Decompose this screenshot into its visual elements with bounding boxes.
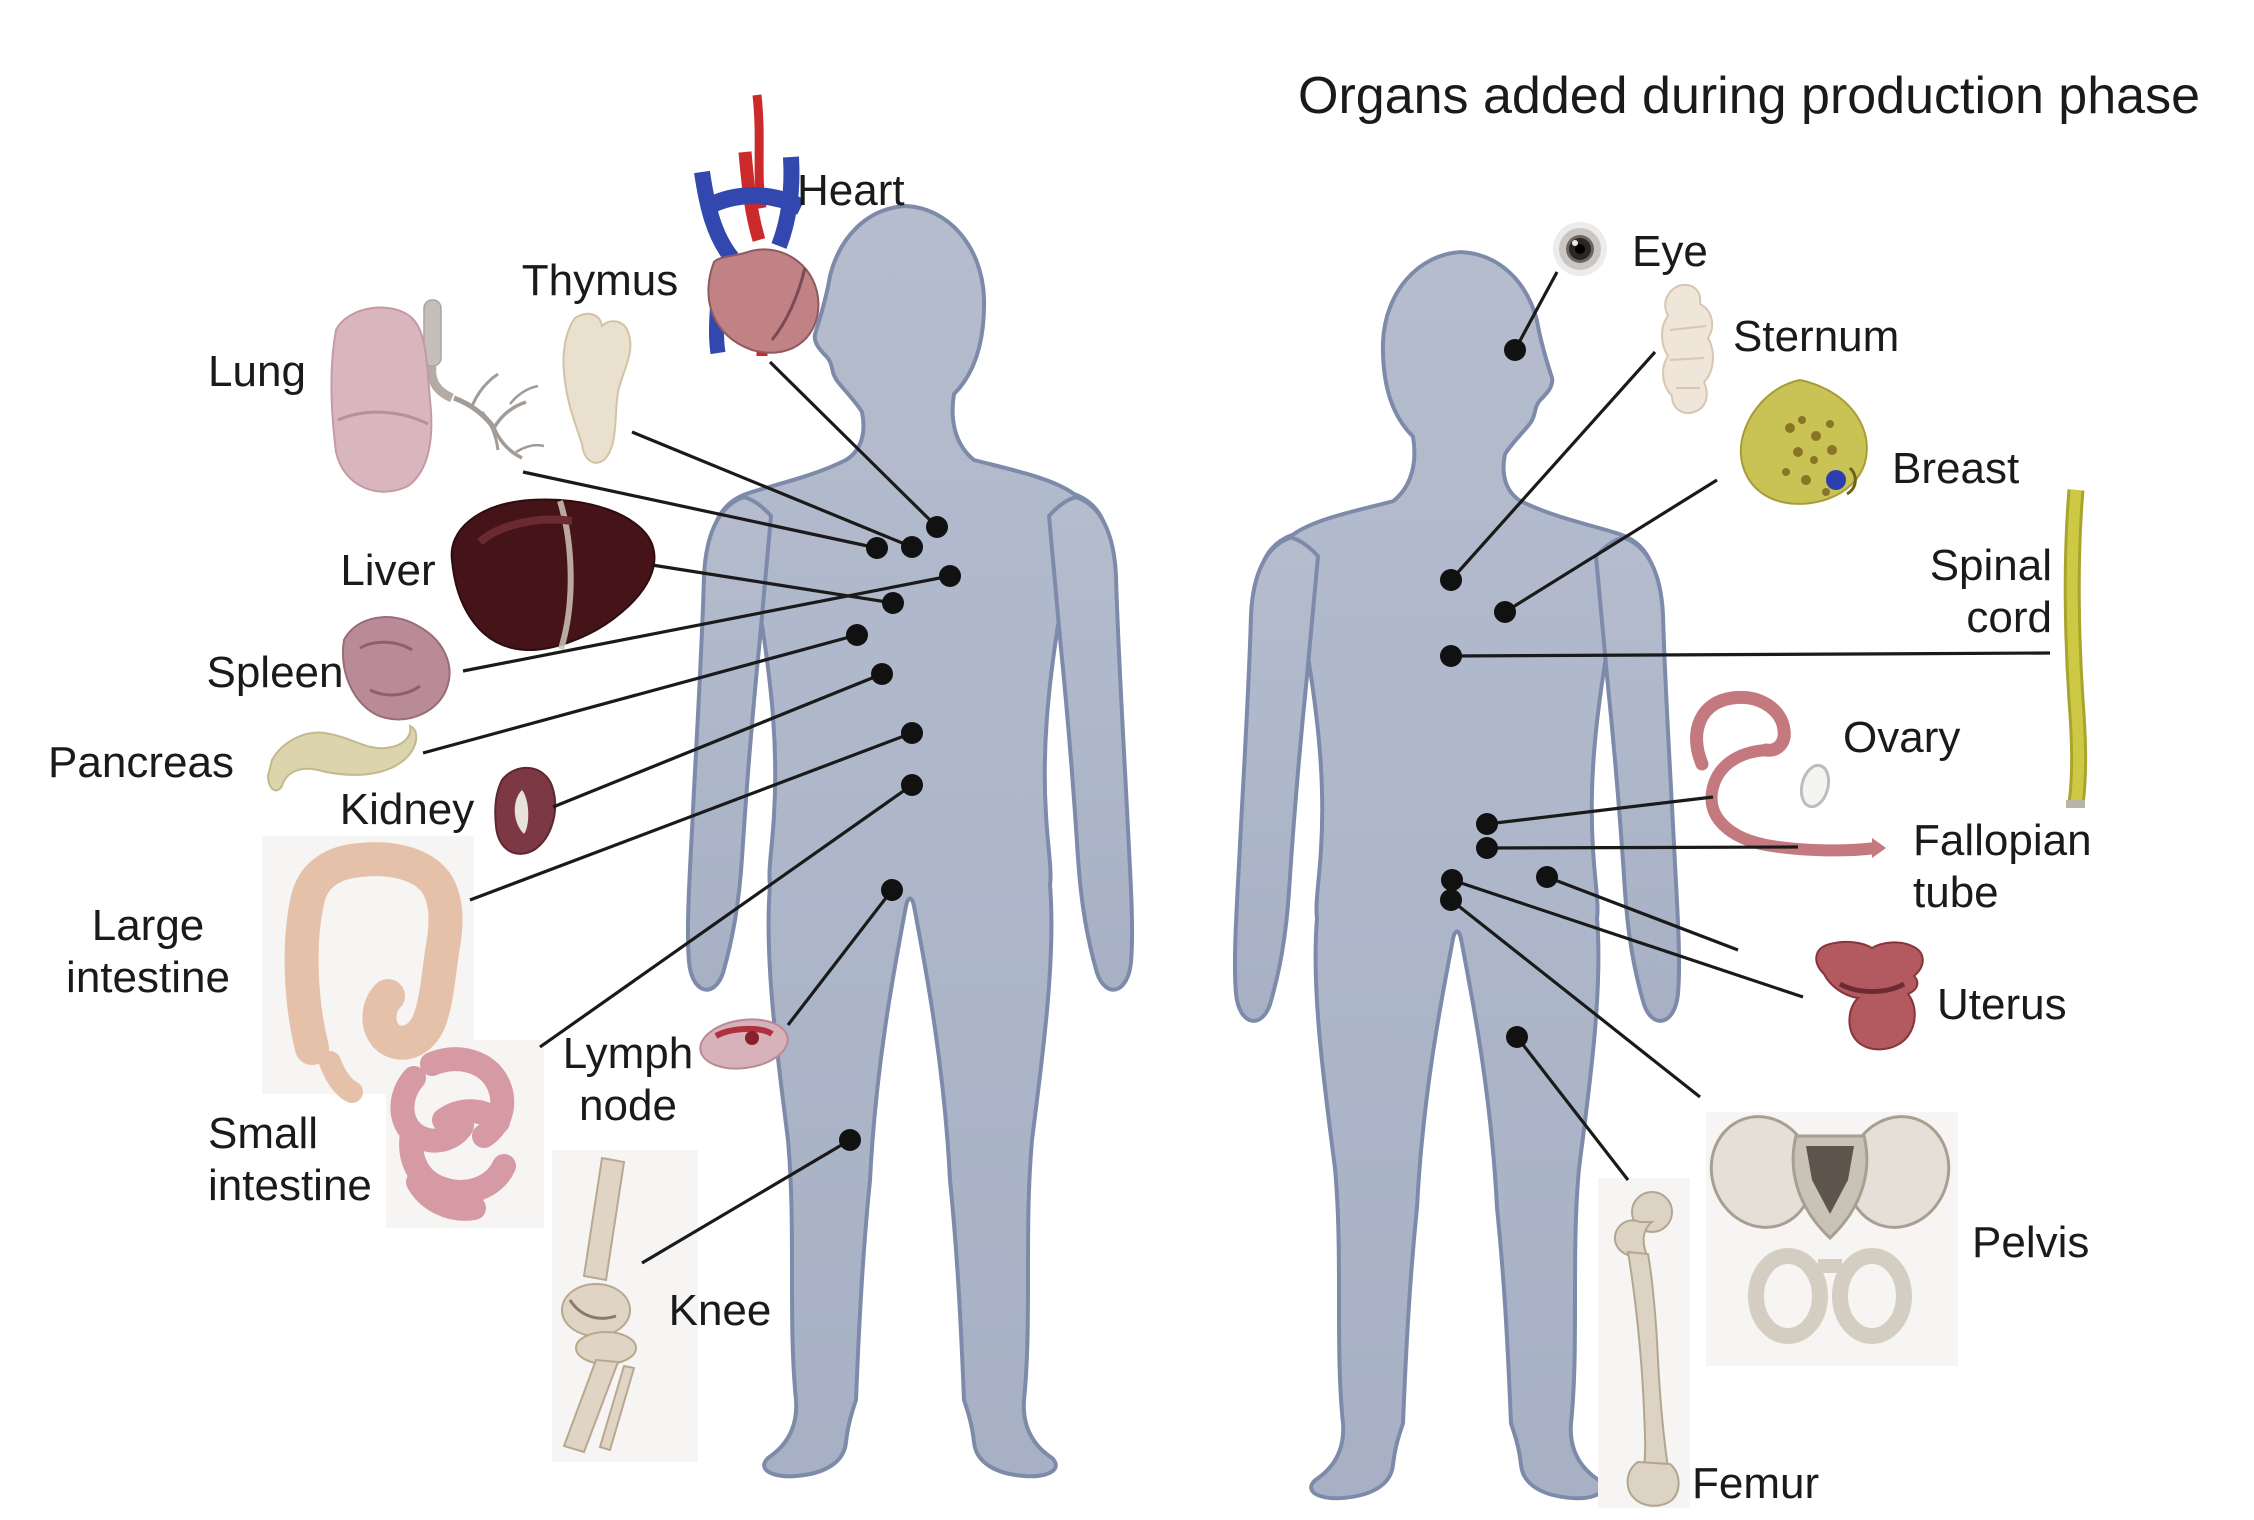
- label-femur: Femur: [1692, 1459, 1820, 1508]
- marker-dot-fallopian-tube: [1476, 837, 1498, 859]
- leader-line-large-intestine: [469, 731, 913, 902]
- leader-line-uterus-left: [1451, 878, 1804, 999]
- label-lung: Lung: [208, 347, 306, 396]
- marker-dot-uterus-left: [1441, 869, 1463, 891]
- label-line: cord: [1966, 593, 2052, 642]
- label-lymph-node: Lymph node: [563, 1028, 693, 1132]
- label-heart: Heart: [797, 166, 905, 215]
- label-ovary: Ovary: [1843, 713, 1961, 762]
- leader-line-pelvis: [1450, 898, 1701, 1099]
- pelvis-organ-illustration: [1709, 1115, 1951, 1344]
- marker-dot-uterus-right: [1536, 866, 1558, 888]
- marker-dot-lung: [866, 537, 888, 559]
- leader-line-eye: [1513, 271, 1559, 351]
- label-small-intestine: Small intestine: [208, 1108, 372, 1212]
- label-pelvis: Pelvis: [1972, 1218, 2090, 1267]
- leader-line-spinal-cord: [1450, 651, 2051, 658]
- marker-dot-liver: [882, 592, 904, 614]
- label-line: Lymph: [562, 1029, 694, 1078]
- label-spinal-cord: Spinal cord: [1930, 540, 2052, 644]
- label-thymus: Thymus: [521, 256, 679, 305]
- thymus-organ-illustration: [562, 312, 632, 464]
- label-sternum: Sternum: [1733, 312, 1900, 361]
- label-line: node: [579, 1081, 677, 1130]
- kidney-organ-illustration: [494, 766, 557, 855]
- lung-organ-illustration: [330, 299, 545, 493]
- label-line: Spinal: [1929, 541, 2052, 590]
- marker-dot-sternum: [1440, 569, 1462, 591]
- label-liver: Liver: [340, 546, 436, 595]
- uterus-organ-illustration: [1815, 940, 1924, 1051]
- lymph-node-organ-illustration: [699, 1018, 789, 1070]
- label-kidney: Kidney: [339, 785, 475, 834]
- marker-dot-pancreas: [846, 624, 868, 646]
- marker-dot-eye: [1504, 339, 1526, 361]
- leader-line-ovary: [1486, 795, 1714, 826]
- label-line: Fallopian: [1913, 816, 2092, 865]
- spinal-cord-organ-illustration: [2063, 489, 2088, 808]
- leader-line-breast: [1504, 478, 1718, 614]
- pancreas-organ-illustration: [266, 724, 418, 792]
- leader-line-sternum: [1449, 350, 1657, 582]
- marker-dot-small-intestine: [901, 774, 923, 796]
- leader-line-femur: [1515, 1036, 1630, 1181]
- leader-line-thymus: [631, 430, 913, 549]
- large-intestine-organ-illustration: [284, 842, 463, 1103]
- label-fallopian-tube: Fallopian tube: [1913, 815, 2092, 919]
- marker-dot-pelvis: [1440, 889, 1462, 911]
- leader-line-liver: [651, 563, 894, 605]
- sternum-organ-illustration: [1661, 284, 1714, 414]
- marker-dot-heart: [926, 516, 948, 538]
- marker-dot-breast: [1494, 601, 1516, 623]
- label-line: Large: [91, 901, 205, 950]
- leader-line-small-intestine: [539, 783, 913, 1049]
- label-line: tube: [1913, 868, 1999, 917]
- leader-line-uterus-right: [1546, 875, 1739, 952]
- label-large-intestine: Large intestine: [66, 900, 230, 1004]
- leader-line-lymph-node: [786, 889, 894, 1026]
- eye-organ-illustration: [1553, 222, 1607, 276]
- marker-dot-femur: [1506, 1026, 1528, 1048]
- leader-line-pancreas: [422, 633, 858, 755]
- ovary-fallopian-organ-illustration: [1690, 690, 1886, 858]
- femur-organ-illustration: [1614, 1191, 1680, 1507]
- marker-dot-ovary: [1476, 813, 1498, 835]
- marker-dot-knee: [839, 1129, 861, 1151]
- leader-lines: [422, 271, 2051, 1265]
- label-line: intestine: [208, 1161, 372, 1210]
- marker-dot-spinal-cord: [1440, 645, 1462, 667]
- label-line: intestine: [66, 953, 230, 1002]
- leader-line-fallopian-tube: [1486, 845, 1799, 850]
- spleen-organ-illustration: [341, 616, 451, 721]
- label-knee: Knee: [668, 1286, 772, 1335]
- marker-dot-large-intestine: [901, 722, 923, 744]
- label-line: Small: [208, 1109, 319, 1158]
- label-uterus: Uterus: [1937, 980, 2067, 1029]
- label-pancreas: Pancreas: [48, 738, 234, 787]
- marker-dot-lymph-node: [881, 879, 903, 901]
- marker-dot-kidney: [871, 663, 893, 685]
- leader-line-lung: [522, 470, 878, 550]
- leader-line-knee: [641, 1138, 851, 1265]
- heart-organ-illustration: [694, 94, 820, 356]
- leader-line-spleen: [462, 574, 951, 673]
- knee-organ-illustration: [561, 1156, 637, 1454]
- leader-line-heart: [768, 360, 939, 529]
- label-eye: Eye: [1632, 227, 1708, 276]
- leader-line-kidney: [552, 672, 883, 809]
- label-breast: Breast: [1892, 444, 2020, 493]
- marker-dot-spleen: [939, 565, 961, 587]
- breast-organ-illustration: [1739, 378, 1868, 505]
- marker-dot-thymus: [901, 536, 923, 558]
- liver-organ-illustration: [450, 498, 656, 651]
- small-intestine-organ-illustration: [390, 1047, 516, 1221]
- marker-dots: [839, 339, 1558, 1151]
- label-spleen: Spleen: [206, 648, 344, 697]
- figure-title: Organs added during production phase: [1298, 67, 2200, 125]
